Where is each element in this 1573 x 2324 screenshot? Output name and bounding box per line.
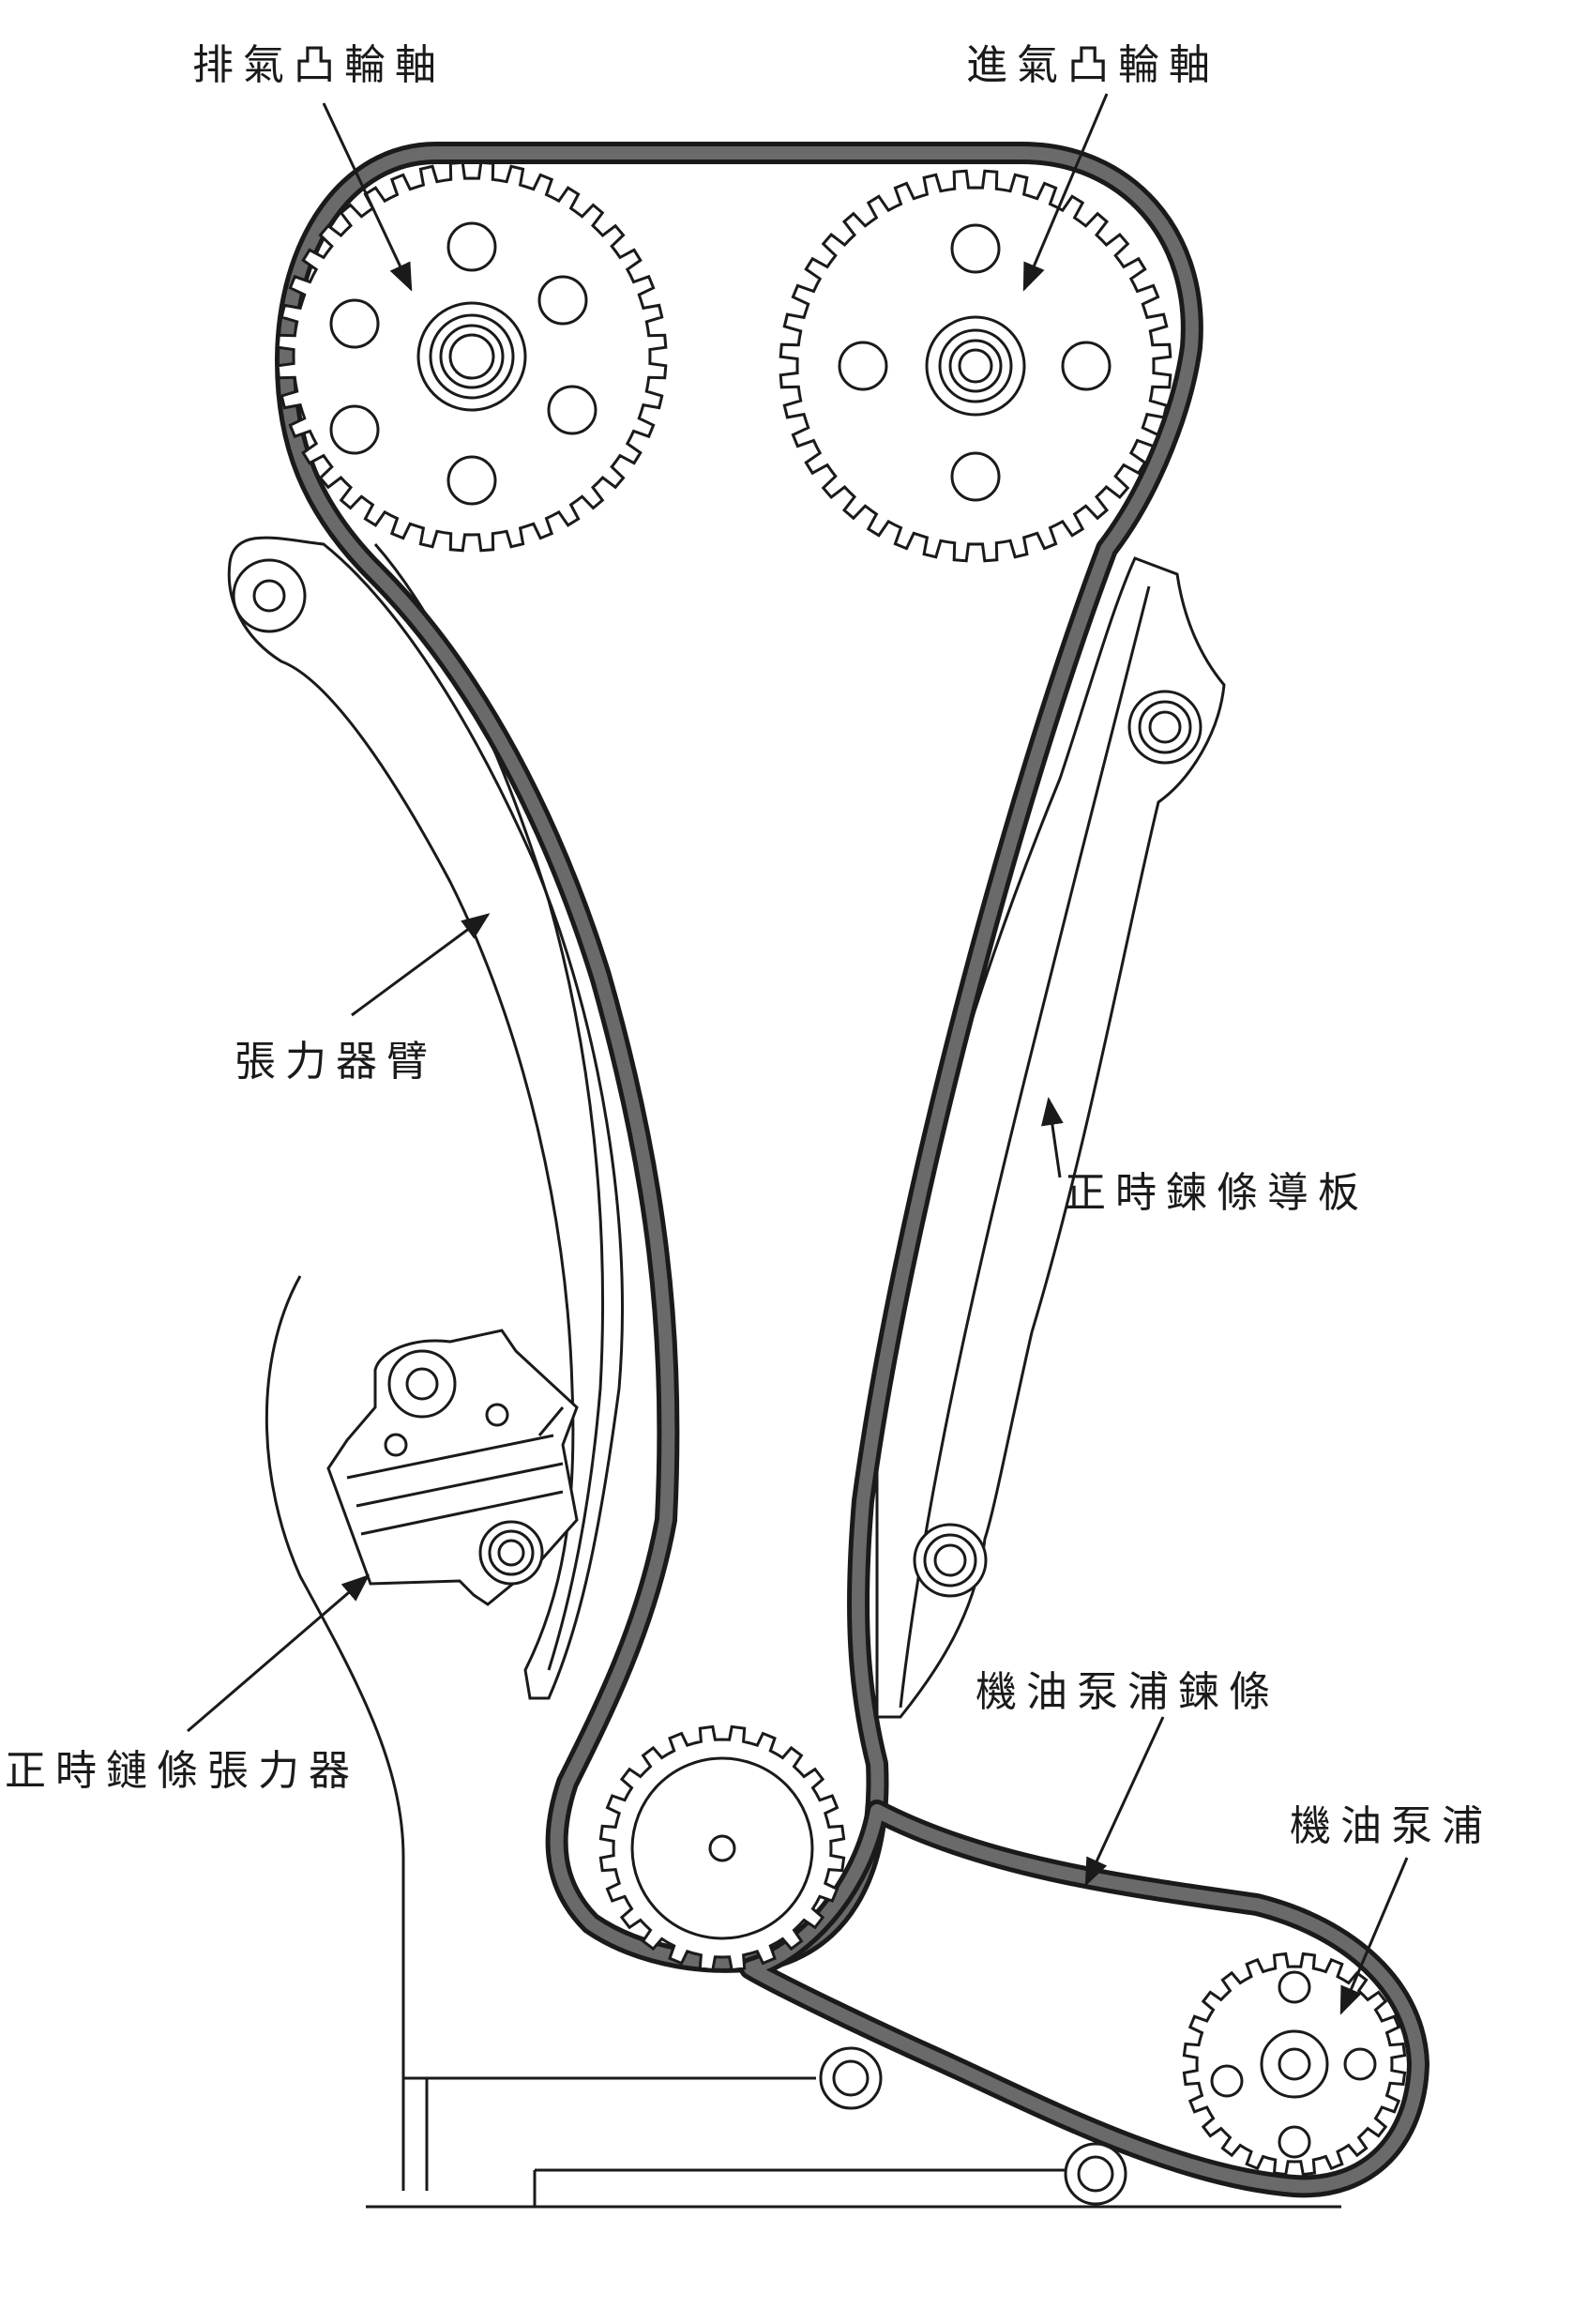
label-timing-chain-tensioner: 正時鏈條張力器: [5, 1747, 359, 1795]
arrow-tensioner-arm: [351, 913, 491, 1017]
label-tensioner-arm: 張力器臂: [234, 1038, 437, 1086]
timing-chain-fill: [280, 146, 1199, 1968]
label-oil-pump: 機油泵浦: [1290, 1802, 1492, 1850]
label-oil-pump-chain: 機油泵浦鍊條: [976, 1668, 1279, 1716]
chain-tensioner-body: [326, 1329, 579, 1606]
arrow-exhaust-cam: [322, 102, 413, 292]
crankshaft-sprocket: [598, 1724, 846, 1972]
label-timing-chain-guide: 正時鍊條導板: [1065, 1169, 1369, 1217]
label-intake-camshaft: 進氣凸輪軸: [966, 41, 1219, 89]
arrow-intake-cam: [1022, 93, 1109, 292]
arrow-chain-tensioner: [187, 1574, 371, 1733]
oil-pump-chain-fill: [744, 1804, 1425, 2194]
leader-arrows: [187, 93, 1409, 2015]
arrow-chain-guide: [1040, 1097, 1064, 1178]
tensioner-arm: [227, 536, 624, 1700]
oil-pump-sprocket: [1182, 1952, 1407, 2177]
label-exhaust-camshaft: 排氣凸輪軸: [192, 41, 446, 89]
engine-housing: [265, 1275, 1341, 2209]
housing-bolts: [819, 2046, 1127, 2206]
chain-guide: [875, 556, 1226, 1719]
intake-camshaft-sprocket: [779, 169, 1172, 563]
exhaust-camshaft-sprocket: [276, 160, 668, 553]
arrow-oil-pump: [1339, 1857, 1409, 2015]
arrow-oil-pump-chain: [1084, 1716, 1165, 1887]
housing-left-curve: [265, 1275, 405, 2191]
